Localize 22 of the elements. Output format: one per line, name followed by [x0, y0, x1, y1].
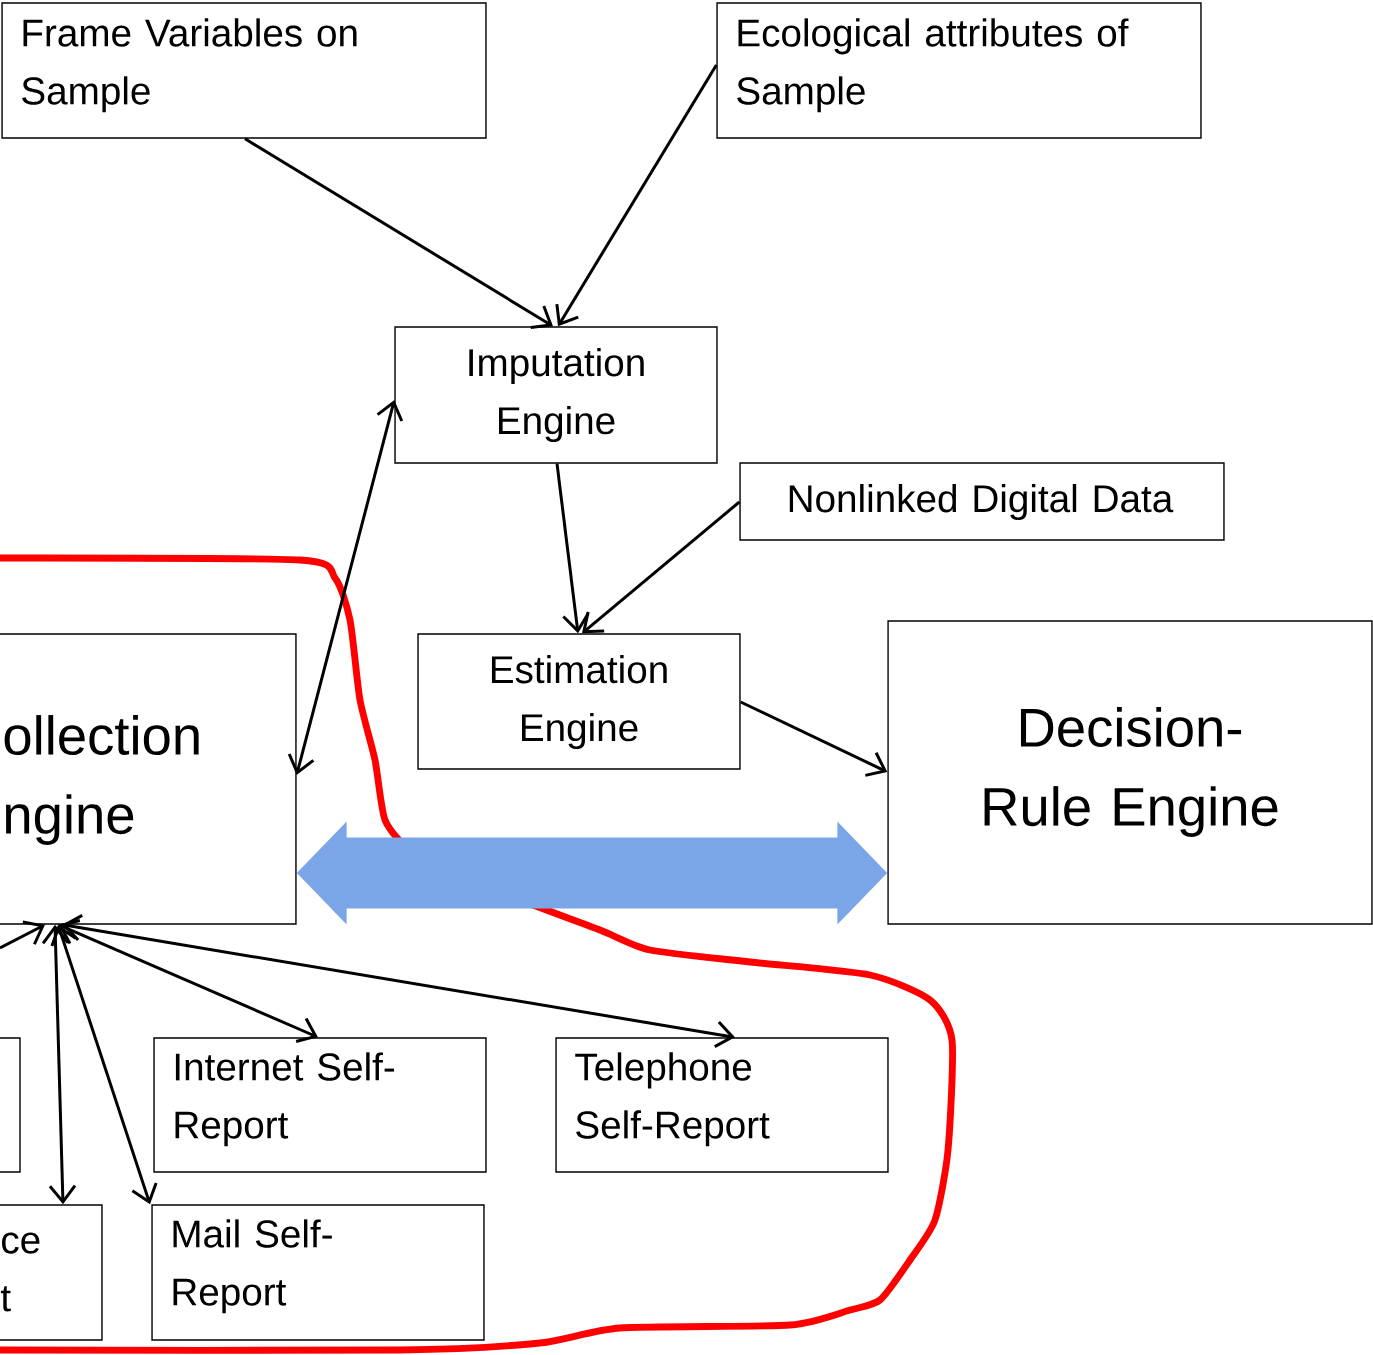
- arrow: [58, 919, 318, 1043]
- arrow: [740, 700, 888, 777]
- process-box: ce t: [0, 1204, 103, 1341]
- process-box: Estimation Engine: [417, 633, 741, 770]
- process-box: Frame Variables on Sample: [1, 2, 487, 139]
- arrow: [41, 924, 77, 1205]
- arrow: [287, 400, 404, 775]
- process-box: Internet Self-Report: [153, 1037, 487, 1173]
- process-box: Telephone Self-Report: [555, 1037, 889, 1173]
- process-box: Imputation Engine: [394, 326, 718, 464]
- arrow: [244, 137, 553, 329]
- arrow: [0, 920, 45, 950]
- arrow: [50, 924, 158, 1205]
- process-box: Nonlinked Digital Data: [739, 462, 1225, 541]
- process-box: Mail Self-Report: [151, 1204, 485, 1341]
- arrow: [582, 500, 741, 634]
- arrow: [62, 914, 735, 1048]
- process-box: Ecological attributes of Sample: [716, 2, 1202, 139]
- process-box: Decision-Rule Engine: [887, 620, 1373, 925]
- process-box: ollection ngine: [0, 633, 297, 925]
- arrow: [555, 64, 718, 327]
- empty-box: [0, 1037, 21, 1173]
